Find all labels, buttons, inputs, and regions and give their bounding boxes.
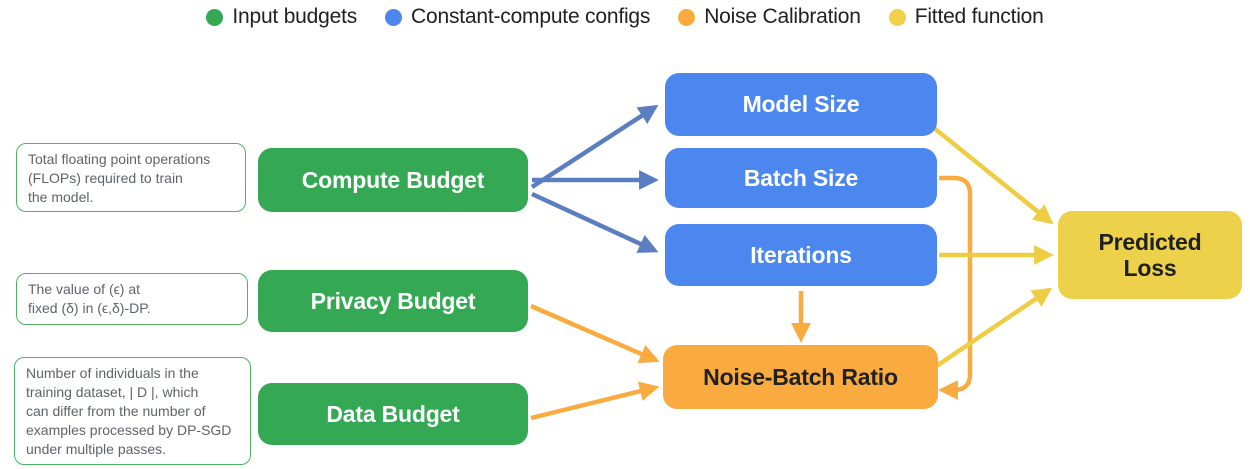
node-label-predicted-loss: Predicted Loss	[1098, 228, 1202, 281]
note-data-budget: Number of individuals in the training da…	[14, 357, 251, 465]
legend-label-input-budgets: Input budgets	[232, 5, 358, 28]
legend-label-noise-calibration: Noise Calibration	[704, 5, 861, 28]
legend-item-constant-compute-configs: Constant-compute configs	[385, 5, 650, 29]
node-label-privacy-budget: Privacy Budget	[310, 287, 476, 314]
legend-dot-blue-icon	[385, 8, 403, 26]
node-compute-budget: Compute Budget	[258, 148, 528, 212]
legend-item-fitted-function: Fitted function	[888, 5, 1044, 29]
node-label-data-budget: Data Budget	[326, 400, 460, 427]
legend-label-constant-compute-configs: Constant-compute configs	[411, 5, 651, 28]
node-label-batch-size: Batch Size	[743, 164, 859, 191]
arrow-data-to-noise-batch-ratio	[530, 381, 660, 421]
note-compute-budget: Total floating point operations (FLOPs) …	[16, 143, 246, 212]
arrow-model-size-to-predicted-loss	[932, 126, 1054, 225]
node-iterations: Iterations	[665, 224, 937, 286]
legend: Input budgets Constant-compute configs N…	[0, 5, 1250, 29]
legend-dot-green-icon	[206, 8, 224, 26]
node-noise-batch-ratio: Noise-Batch Ratio	[663, 345, 938, 409]
node-predicted-loss: Predicted Loss	[1058, 211, 1242, 299]
legend-item-noise-calibration: Noise Calibration	[678, 5, 861, 29]
node-label-compute-budget: Compute Budget	[301, 166, 485, 193]
node-label-model-size: Model Size	[742, 91, 860, 118]
node-data-budget: Data Budget	[258, 383, 528, 445]
legend-dot-yellow-icon	[888, 8, 906, 26]
node-model-size: Model Size	[665, 73, 937, 136]
note-privacy-budget: The value of (ϵ) at fixed (δ) in (ϵ,δ)-D…	[16, 273, 248, 325]
node-label-iterations: Iterations	[750, 241, 852, 268]
arrow-privacy-to-noise-batch-ratio	[530, 303, 660, 364]
node-label-noise-batch-ratio: Noise-Batch Ratio	[703, 363, 898, 390]
node-privacy-budget: Privacy Budget	[258, 270, 528, 332]
arrow-batch-size-to-noise-batch-ratio	[938, 175, 973, 400]
arrow-noise-batch-ratio-to-predicted-loss	[933, 287, 1053, 369]
legend-item-input-budgets: Input budgets	[206, 5, 357, 29]
node-batch-size: Batch Size	[665, 148, 937, 208]
legend-label-fitted-function: Fitted function	[914, 5, 1044, 28]
legend-dot-orange-icon	[678, 8, 696, 26]
arrow-compute-to-model-size	[530, 104, 659, 189]
arrow-compute-to-iterations	[531, 191, 659, 253]
